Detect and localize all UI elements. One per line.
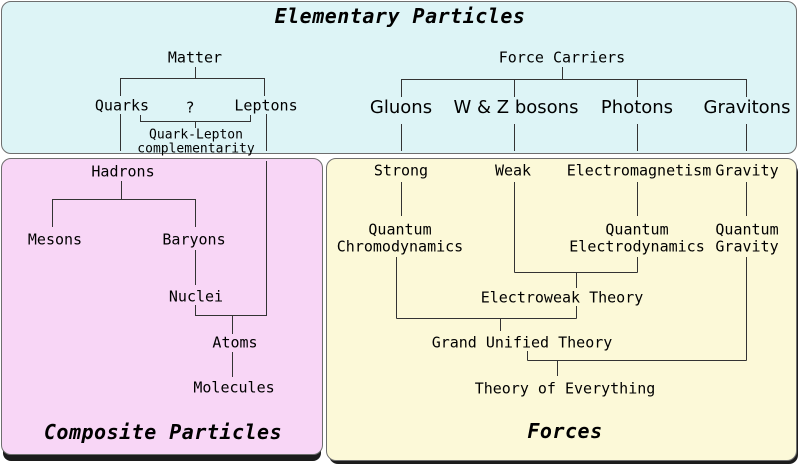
- node-qed-line2: Electrodynamics: [569, 237, 705, 256]
- composite-particles-title: Composite Particles: [43, 420, 283, 444]
- forces-title: Forces: [527, 419, 603, 443]
- node-baryons: Baryons: [162, 230, 226, 249]
- node-hadrons: Hadrons: [91, 162, 155, 181]
- node-nuclei: Nuclei: [168, 287, 224, 306]
- atoms-bracket-lines: [195, 161, 267, 334]
- node-atoms: Atoms: [212, 333, 258, 352]
- node-matter: Matter: [167, 48, 223, 67]
- node-mesons: Mesons: [27, 230, 83, 249]
- region-elementary-particles: [1, 1, 797, 154]
- node-molecules: Molecules: [193, 378, 275, 397]
- region-forces: [326, 158, 797, 461]
- electroweak-bracket-lines: [514, 182, 638, 288]
- node-qcd-line1: Quantum: [368, 220, 432, 239]
- node-leptons: Leptons: [234, 96, 298, 115]
- node-qcd-line2: Chromodynamics: [336, 237, 464, 256]
- node-qed-line1: Quantum: [605, 220, 669, 239]
- boson-drop-lines: [401, 124, 747, 151]
- node-gravity: Gravity: [715, 161, 779, 180]
- node-strong: Strong: [373, 161, 429, 180]
- force-theory-drop-lines: [401, 182, 747, 216]
- complementarity-label-line2: complementarity: [137, 141, 255, 157]
- toe-bracket-lines: [527, 257, 747, 376]
- node-gravitons: Gravitons: [703, 97, 791, 118]
- quark-lepton-drop-lines: [120, 114, 267, 151]
- hadrons-tree-lines: [52, 181, 196, 227]
- question-mark: ?: [185, 98, 195, 117]
- gut-bracket-lines: [396, 257, 577, 331]
- force-carriers-tree-lines: [401, 67, 747, 97]
- node-electroweak-theory: Electroweak Theory: [480, 288, 644, 307]
- node-quarks: Quarks: [94, 96, 150, 115]
- matter-tree-lines: [120, 67, 265, 96]
- complementarity-bracket-lines: [140, 115, 251, 128]
- node-grand-unified-theory: Grand Unified Theory: [431, 333, 613, 352]
- node-photons: Photons: [600, 97, 674, 118]
- node-theory-of-everything: Theory of Everything: [474, 379, 656, 398]
- node-electromagnetism: Electromagnetism: [566, 161, 712, 180]
- node-force-carriers: Force Carriers: [498, 48, 626, 67]
- node-weak: Weak: [494, 161, 532, 180]
- node-quantum-gravity-line2: Gravity: [715, 237, 779, 256]
- region-composite-particles: [1, 158, 323, 455]
- node-quantum-gravity-line1: Quantum: [715, 220, 779, 239]
- node-wz-bosons: W & Z bosons: [453, 97, 579, 118]
- elementary-particles-title: Elementary Particles: [274, 4, 526, 28]
- complementarity-label-line1: Quark-Lepton: [149, 127, 243, 143]
- node-gluons: Gluons: [369, 97, 433, 118]
